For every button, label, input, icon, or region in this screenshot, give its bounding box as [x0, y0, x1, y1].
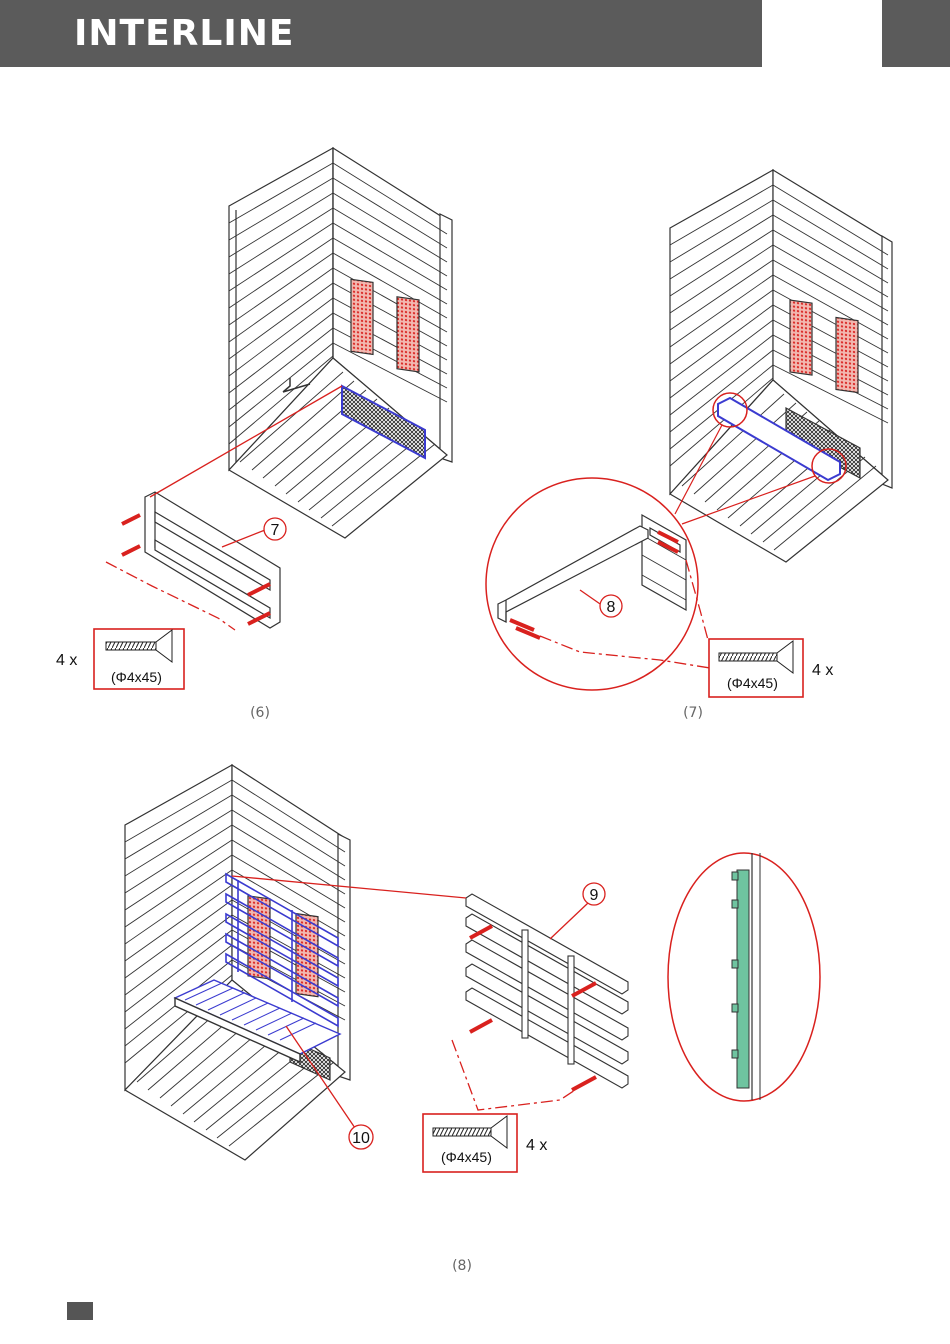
screw-count-7: 4 x [812, 662, 833, 679]
part-number-7: 7 [271, 522, 280, 539]
bench-frame-part-7 [145, 492, 280, 628]
screw-count-8: 4 x [526, 1137, 547, 1154]
sauna-cabin-step-6 [229, 148, 452, 538]
part-number-10: 10 [352, 1130, 370, 1147]
side-detail-ellipse [668, 853, 820, 1101]
step-6: 7 (Φ4x45) 4 x (6) [56, 148, 452, 721]
step-8: 9 10 (Φ4x45) 4 x (8) [125, 765, 820, 1274]
backrest-part-9 [466, 894, 628, 1088]
header-bar-right [882, 0, 950, 67]
step-caption-8: (8) [452, 1258, 472, 1274]
part-label-10: 10 [349, 1125, 373, 1149]
part-number-9: 9 [590, 887, 599, 904]
part-label-9: 9 [583, 883, 605, 905]
step-caption-7: (7) [683, 705, 703, 721]
screw-callout-step-8: (Φ4x45) 4 x [423, 1114, 547, 1172]
header-bar: INTERLINE [0, 0, 950, 67]
screw-spec-8: (Φ4x45) [441, 1149, 492, 1165]
brand-logo: INTERLINE [74, 9, 294, 59]
screw-spec-7: (Φ4x45) [727, 675, 778, 691]
step-7: 8 (Φ4x45) 4 x (7) [486, 170, 892, 721]
screw-spec-6: (Φ4x45) [111, 669, 162, 685]
screw-callout-step-6: (Φ4x45) 4 x [56, 629, 184, 689]
page-footer-block [67, 1302, 93, 1320]
part-label-7: 7 [264, 518, 286, 540]
assembly-diagram: 7 (Φ4x45) 4 x (6) [0, 67, 950, 1287]
step-caption-6: (6) [250, 705, 270, 721]
screw-callout-step-7: (Φ4x45) 4 x [709, 639, 833, 697]
screw-count-6: 4 x [56, 652, 77, 669]
part-number-8: 8 [607, 599, 616, 616]
sauna-cabin-step-7 [670, 170, 892, 562]
